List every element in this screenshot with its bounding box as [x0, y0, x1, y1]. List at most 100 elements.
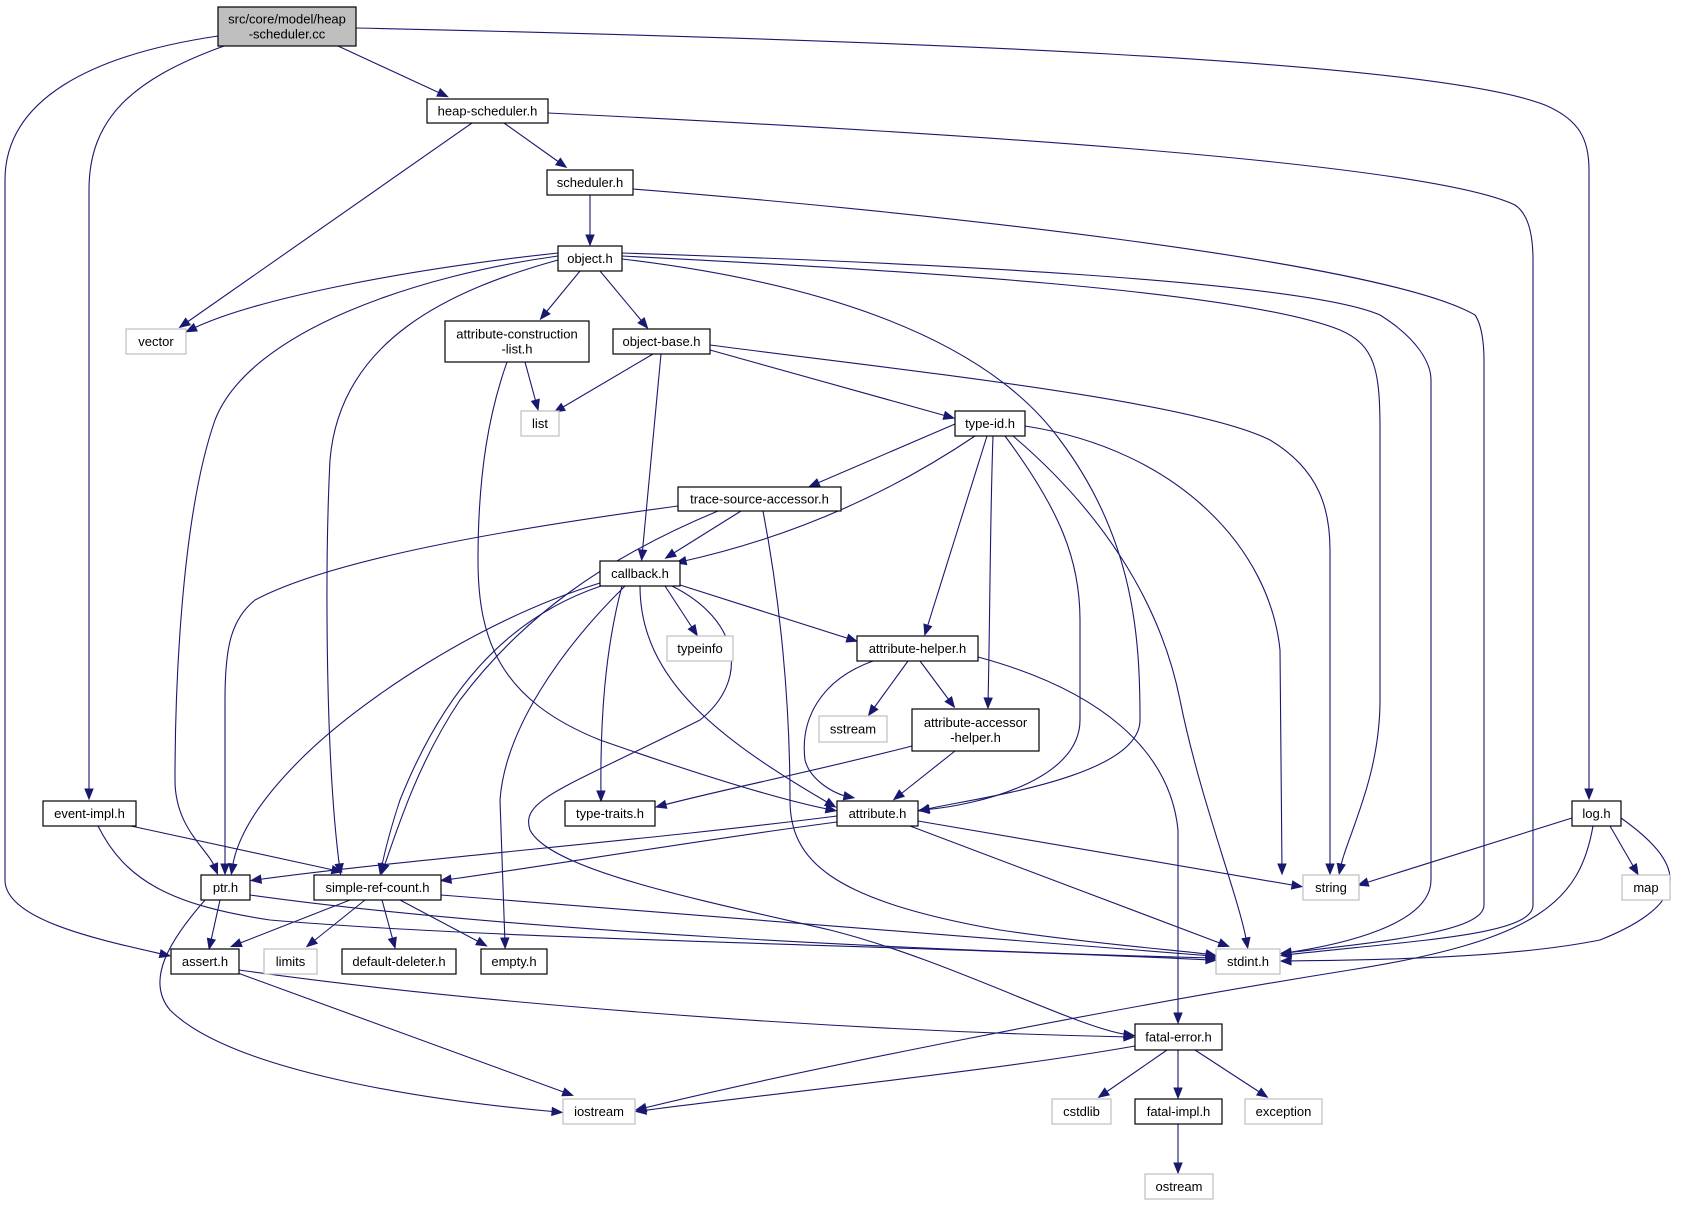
node-object-base-h[interactable]: object-base.h — [612, 328, 711, 355]
node-label: log.h — [1582, 806, 1610, 821]
node-fatal-impl-h[interactable]: fatal-impl.h — [1134, 1098, 1223, 1125]
node-label: string — [1315, 880, 1347, 895]
arrowhead-icon — [1325, 863, 1335, 876]
node-label: src/core/model/heap — [228, 12, 346, 27]
arrowhead-icon — [842, 791, 856, 801]
node-label: object.h — [567, 251, 613, 266]
node-label: heap-scheduler.h — [438, 104, 538, 119]
edge-line — [659, 745, 913, 807]
edge-callback-h-to-ptr-h — [228, 582, 601, 876]
node-attribute-h[interactable]: attribute.h — [836, 800, 919, 827]
node-box — [836, 800, 919, 827]
edge-object-h-to-object-base-h — [599, 270, 649, 330]
arrowhead-icon — [475, 936, 488, 947]
edge-type-id-h-to-attribute-h — [917, 435, 1081, 815]
node-default-deleter-h[interactable]: default-deleter.h — [341, 948, 457, 975]
node-ptr-h[interactable]: ptr.h — [200, 874, 251, 901]
node-label: assert.h — [182, 954, 228, 969]
edges-layer — [4, 27, 1671, 1175]
node-scheduler-h[interactable]: scheduler.h — [546, 169, 634, 196]
edge-line — [919, 660, 953, 705]
node-object-h[interactable]: object.h — [557, 245, 623, 272]
edge-line — [503, 122, 564, 166]
node-simple-ref-count-h[interactable]: simple-ref-count.h — [313, 874, 442, 901]
arrowhead-icon — [551, 1106, 564, 1117]
node-fatal-error-h[interactable]: fatal-error.h — [1134, 1023, 1223, 1051]
edge-line — [381, 899, 395, 945]
node-box — [520, 410, 560, 437]
arrowhead-icon — [917, 804, 930, 815]
edge-line — [621, 252, 1432, 954]
arrowhead-icon — [664, 548, 678, 559]
node-type-traits-h[interactable]: type-traits.h — [564, 800, 656, 827]
node-log-h[interactable]: log.h — [1571, 800, 1622, 827]
node-label: exception — [1256, 1104, 1312, 1119]
edge-attribute-helper-h-to-fatal-error-h — [977, 656, 1183, 1025]
node-box — [1302, 874, 1360, 901]
edge-ptr-h-to-assert-h — [206, 899, 221, 951]
node-box — [313, 874, 442, 901]
edge-assert-h-to-iostream — [234, 971, 575, 1097]
node-attribute-construction-list-h[interactable]: attribute-construction-list.h — [444, 320, 590, 363]
node-box — [170, 948, 240, 975]
node-box — [341, 948, 457, 975]
node-attribute-helper-h[interactable]: attribute-helper.h — [856, 635, 979, 662]
arrowhead-icon — [634, 1105, 648, 1115]
node-iostream: iostream — [562, 1098, 636, 1125]
node-box — [557, 245, 623, 272]
edge-callback-h-to-type-traits-h — [596, 585, 623, 803]
node-label: event-impl.h — [54, 806, 125, 821]
arrowhead-icon — [892, 789, 906, 801]
arrowhead-icon — [1279, 956, 1292, 966]
node-label: attribute-helper.h — [869, 641, 967, 656]
edge-root-to-assert-h — [4, 35, 219, 959]
edge-heap-scheduler-h-to-scheduler-h — [503, 122, 568, 169]
arrowhead-icon — [1097, 1087, 1111, 1099]
node-sstream: sstream — [818, 715, 888, 743]
arrowhead-icon — [228, 862, 238, 876]
node-attribute-accessor-helper-h[interactable]: attribute-accessor-helper.h — [911, 708, 1040, 752]
node-trace-source-accessor-h[interactable]: trace-source-accessor.h — [677, 486, 842, 512]
edge-object-h-to-string — [621, 255, 1381, 876]
arrowhead-icon — [377, 862, 387, 876]
arrowhead-icon — [944, 695, 956, 709]
arrowhead-icon — [823, 797, 837, 808]
edge-line — [254, 815, 838, 881]
edge-root-to-event-impl-h — [84, 45, 225, 801]
node-label: limits — [276, 954, 306, 969]
node-empty-h[interactable]: empty.h — [480, 948, 548, 975]
arrowhead-icon — [1173, 1012, 1183, 1025]
node-heap-scheduler-h[interactable]: heap-scheduler.h — [426, 98, 549, 124]
edge-line — [444, 821, 838, 881]
node-label: -scheduler.cc — [249, 27, 326, 42]
node-assert-h[interactable]: assert.h — [170, 948, 240, 975]
arrowhead-icon — [220, 863, 230, 876]
edge-object-h-to-ptr-h — [174, 255, 559, 875]
arrowhead-icon — [867, 703, 879, 717]
node-box — [666, 635, 734, 662]
edge-type-id-h-to-attribute-helper-h — [923, 435, 988, 637]
arrowhead-icon — [84, 788, 94, 801]
arrowhead-icon — [539, 307, 551, 321]
node-map: map — [1621, 874, 1671, 901]
edge-line — [1284, 817, 1671, 962]
node-box — [546, 169, 634, 196]
node-label: fatal-impl.h — [1147, 1104, 1211, 1119]
edge-line — [337, 45, 445, 96]
node-vector: vector — [125, 328, 187, 355]
edge-line — [639, 585, 833, 806]
arrowhead-icon — [1290, 880, 1304, 890]
arrowhead-icon — [158, 948, 172, 959]
node-callback-h[interactable]: callback.h — [599, 560, 681, 587]
edge-callback-h-to-empty-h — [499, 585, 626, 950]
edge-line — [528, 585, 1131, 1036]
edge-line — [182, 122, 473, 326]
edge-line — [355, 27, 1590, 795]
edge-line — [870, 660, 909, 713]
node-type-id-h[interactable]: type-id.h — [954, 410, 1026, 437]
node-event-impl-h[interactable]: event-impl.h — [42, 800, 137, 827]
edge-line — [664, 585, 696, 633]
arrowhead-icon — [209, 862, 219, 875]
edge-ptr-h-to-iostream — [159, 899, 564, 1117]
